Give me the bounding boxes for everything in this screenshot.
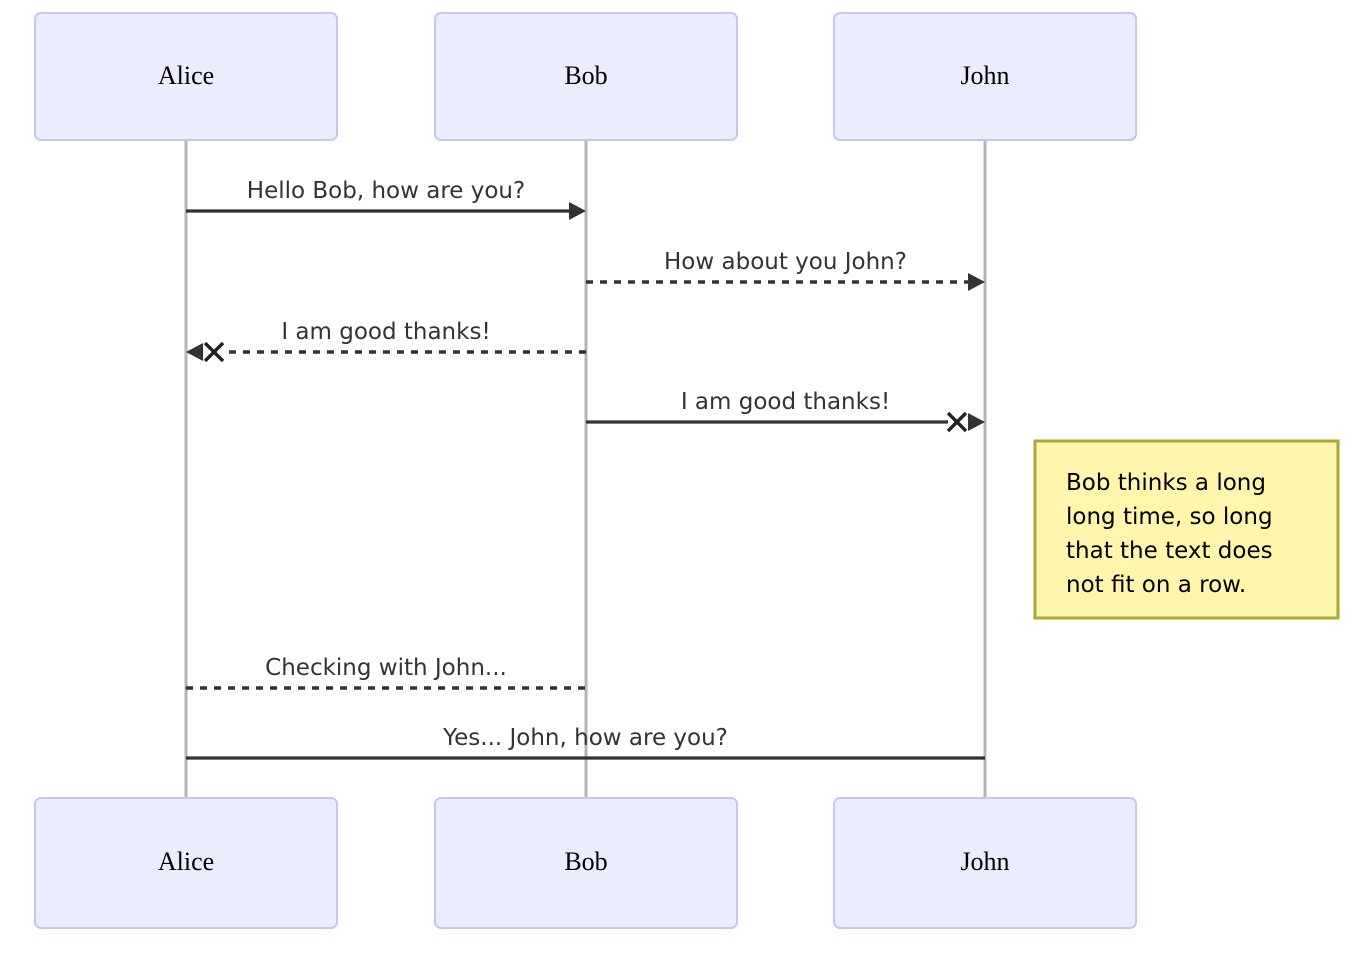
message-arrowhead [186,343,203,361]
actor-rect [34,797,338,929]
actor-rect [833,12,1137,141]
actor-rect [434,797,738,929]
actor-rect [34,12,338,141]
message-label: Hello Bob, how are you? [247,178,525,204]
actor-label-alice-top: Alice [158,61,214,90]
actor-boxes-top: Alice Bob John [34,12,1137,141]
message-cross-marker [946,411,968,433]
message-msg-3[interactable]: I am good thanks! [186,319,586,363]
actor-box-alice-bottom[interactable]: Alice [34,797,338,929]
actor-box-john-top[interactable]: John [833,12,1137,141]
message-msg-1[interactable]: Hello Bob, how are you? [186,178,586,220]
actor-box-alice-top[interactable]: Alice [34,12,338,141]
message-msg-2[interactable]: How about you John? [586,249,985,291]
actor-boxes-bottom: Alice Bob John [34,797,1137,929]
message-msg-6[interactable]: Yes... John, how are you? [186,725,985,760]
lifelines-group [184,140,987,798]
message-label: How about you John? [664,249,907,275]
actor-label-alice-bottom: Alice [158,847,214,876]
actor-label-john-bottom: John [960,847,1009,876]
actor-label-john-top: John [960,61,1009,90]
actor-box-john-bottom[interactable]: John [833,797,1137,929]
actor-box-bob-bottom[interactable]: Bob [434,797,738,929]
actor-label-bob-bottom: Bob [564,847,607,876]
message-label: I am good thanks! [681,389,890,415]
message-cross-marker [203,341,225,363]
message-label: I am good thanks! [281,319,490,345]
actor-box-bob-top[interactable]: Bob [434,12,738,141]
message-msg-5[interactable]: Checking with John... [186,655,586,690]
message-arrowhead [569,202,586,220]
message-arrowhead [968,413,985,431]
note-rect [1033,439,1340,620]
message-arrowhead [968,273,985,291]
actor-label-bob-top: Bob [564,61,607,90]
actor-rect [434,12,738,141]
actor-rect [833,797,1137,929]
message-label: Checking with John... [265,655,507,681]
message-label: Yes... John, how are you? [442,725,728,751]
messages-group: Hello Bob, how are you? How about you Joh… [186,178,985,760]
message-msg-4[interactable]: I am good thanks! [586,389,985,433]
